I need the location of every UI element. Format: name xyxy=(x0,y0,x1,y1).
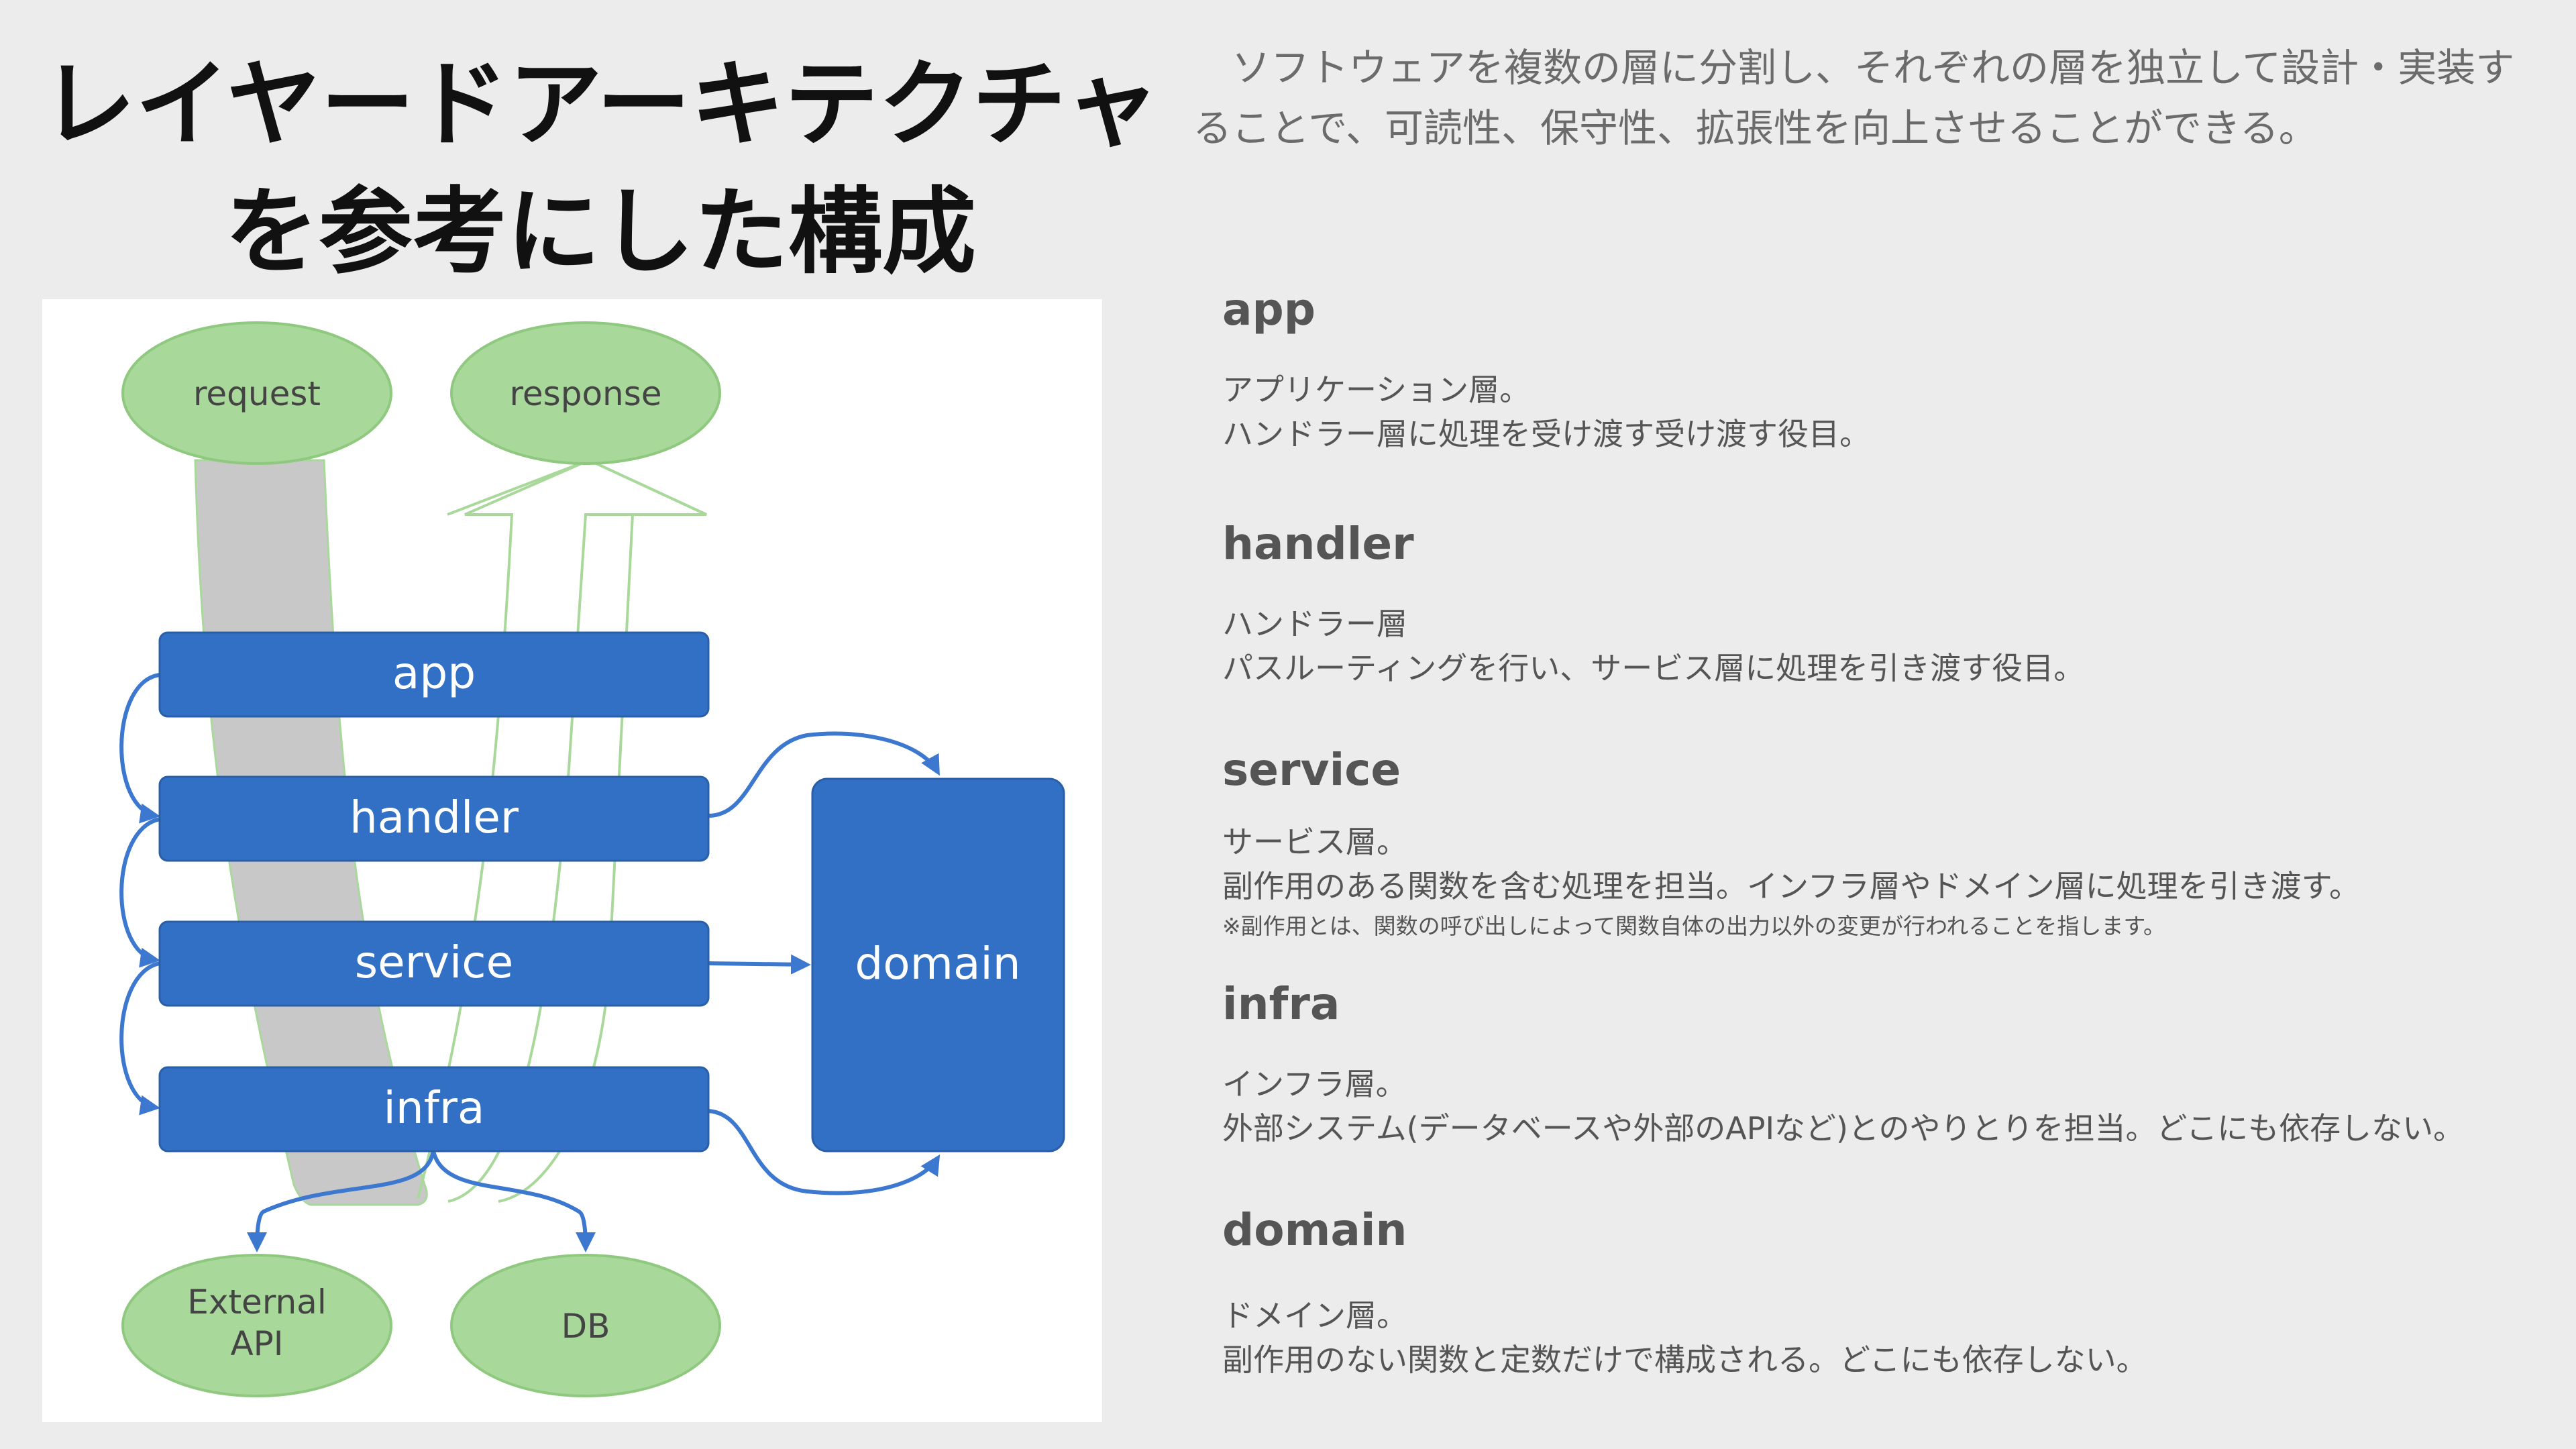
layer-desc-app: アプリケーション層。 ハンドラー層に処理を受け渡す受け渡す役目。 xyxy=(1222,368,2551,456)
layer-desc-line: インフラ層。 xyxy=(1222,1066,1407,1102)
layer-desc-service: サービス層。 副作用のある関数を含む処理を担当。インフラ層やドメイン層に処理を引… xyxy=(1222,820,2551,945)
layer-desc-line: アプリケーション層。 xyxy=(1222,372,1531,408)
architecture-diagram: request response app handler service xyxy=(42,299,1102,1422)
handler-to-service-arrow xyxy=(119,817,160,968)
layer-box-domain: domain xyxy=(811,777,1065,1152)
layer-section-service: service サービス層。 副作用のある関数を含む処理を担当。インフラ層やドメ… xyxy=(1222,743,2551,945)
layer-label-infra: infra xyxy=(384,1082,485,1134)
infra-to-domain-arrow xyxy=(708,1109,941,1195)
layer-label-domain: domain xyxy=(855,938,1020,989)
layer-note-service: ※副作用とは、関数の呼び出しによって関数自体の出力以外の変更が行われることを指し… xyxy=(1222,913,2166,939)
infra-to-db-arrow xyxy=(431,1150,596,1252)
layer-box-handler: handler xyxy=(158,775,710,862)
infra-to-external-api-arrow xyxy=(247,1150,435,1252)
layer-box-service: service xyxy=(158,920,710,1007)
layer-desc-line: ハンドラー層 xyxy=(1222,606,1407,642)
layer-desc-line: 副作用のある関数を含む処理を担当。インフラ層やドメイン層に処理を引き渡す。 xyxy=(1222,868,2361,904)
layer-desc-line: 副作用のない関数と定数だけで構成される。どこにも依存しない。 xyxy=(1222,1342,2147,1378)
request-label: request xyxy=(193,374,321,413)
layer-desc-line: ハンドラー層に処理を受け渡す受け渡す役目。 xyxy=(1222,416,1870,452)
layer-label-app: app xyxy=(392,647,476,699)
layer-desc-line: 外部システム(データベースや外部のAPIなど)とのやりとりを担当。どこにも依存し… xyxy=(1222,1110,2465,1146)
layer-section-handler: handler ハンドラー層 パスルーティングを行い、サービス層に処理を引き渡す… xyxy=(1222,517,2551,690)
external-api-label-line-1: External xyxy=(187,1283,326,1322)
layer-heading-domain: domain xyxy=(1222,1204,1407,1256)
handler-to-domain-arrow xyxy=(708,731,940,818)
architecture-diagram-svg: request response app handler service xyxy=(119,321,1065,1397)
title-line-1: レイヤードアーキテクチャ xyxy=(41,50,1159,160)
layer-box-infra: infra xyxy=(158,1066,710,1152)
layer-heading-infra: infra xyxy=(1222,978,1340,1030)
app-to-handler-arrow xyxy=(119,673,160,824)
page-title: レイヤードアーキテクチャ を参考にした構成 xyxy=(27,42,1174,297)
intro-text: ソフトウェアを複数の層に分割し、それぞれの層を独立して設計・実装することで、可読… xyxy=(1193,45,2515,151)
layer-heading-handler: handler xyxy=(1222,518,1414,570)
title-line-2: を参考にした構成 xyxy=(224,178,976,287)
layer-label-service: service xyxy=(355,936,513,988)
external-api-node: External API xyxy=(121,1254,392,1397)
layer-desc-infra: インフラ層。 外部システム(データベースや外部のAPIなど)とのやりとりを担当。… xyxy=(1222,1062,2551,1150)
response-label: response xyxy=(509,374,661,413)
layer-desc-line: ドメイン層。 xyxy=(1222,1297,1407,1334)
db-node: DB xyxy=(450,1254,721,1397)
layer-desc-handler: ハンドラー層 パスルーティングを行い、サービス層に処理を引き渡す役目。 xyxy=(1222,602,2551,690)
db-label: DB xyxy=(561,1307,610,1346)
request-node: request xyxy=(121,321,392,465)
layer-desc-line: サービス層。 xyxy=(1222,824,1407,860)
external-api-label-line-2: API xyxy=(230,1324,283,1363)
layer-heading-app: app xyxy=(1222,284,1316,335)
layer-box-app: app xyxy=(158,631,710,718)
layer-section-infra: infra インフラ層。 外部システム(データベースや外部のAPIなど)とのやり… xyxy=(1222,977,2551,1150)
service-to-domain-arrow xyxy=(708,954,811,975)
layer-heading-service: service xyxy=(1222,744,1401,796)
layer-label-handler: handler xyxy=(350,792,519,843)
layer-desc-line: パスルーティングを行い、サービス層に処理を引き渡す役目。 xyxy=(1222,650,2085,686)
response-node: response xyxy=(450,321,721,465)
layer-desc-domain: ドメイン層。 副作用のない関数と定数だけで構成される。どこにも依存しない。 xyxy=(1222,1293,2551,1382)
service-to-infra-arrow xyxy=(119,961,160,1116)
layer-section-domain: domain ドメイン層。 副作用のない関数と定数だけで構成される。どこにも依存… xyxy=(1222,1203,2551,1382)
layer-section-app: app アプリケーション層。 ハンドラー層に処理を受け渡す受け渡す役目。 xyxy=(1222,283,2551,456)
